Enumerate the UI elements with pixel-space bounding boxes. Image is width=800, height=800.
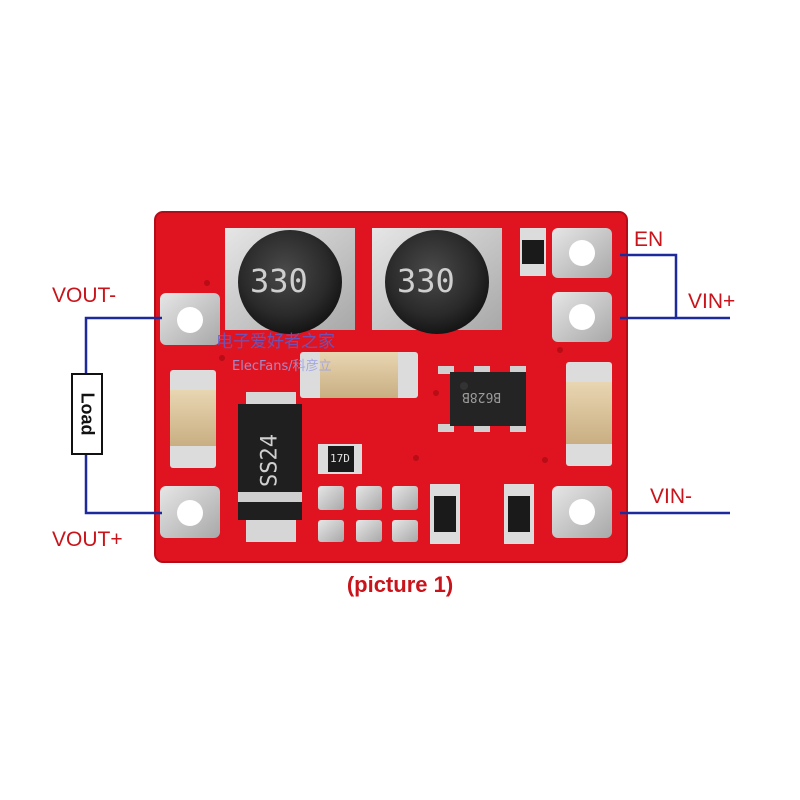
inductor-right — [372, 228, 502, 334]
label-vout-plus: VOUT+ — [52, 528, 123, 551]
watermark-line2: ElecFans/科彦立 — [232, 359, 332, 374]
inductor-left-marking: 330 — [250, 262, 308, 300]
label-vout-minus: VOUT- — [52, 284, 117, 307]
diode-ss24 — [238, 392, 302, 542]
resistor-17d-marking: 17D — [330, 452, 350, 465]
capacitor-middle — [300, 352, 418, 398]
capacitor-left — [170, 370, 216, 468]
diode-marking: SS24 — [257, 434, 283, 487]
caption: (picture 1) — [346, 572, 454, 597]
resistor-bottom-2 — [504, 484, 534, 544]
resistor-top — [520, 228, 546, 276]
pad-vout-plus — [160, 486, 220, 538]
pad-vin-minus — [552, 486, 612, 538]
wires — [84, 253, 730, 515]
vias — [204, 280, 563, 463]
label-vin-plus: VIN+ — [688, 290, 736, 313]
inductor-right-marking: 330 — [397, 262, 455, 300]
capacitor-right — [566, 362, 612, 466]
load-label: Load — [77, 392, 98, 436]
label-en: EN — [634, 228, 664, 251]
inductor-left — [225, 228, 355, 334]
watermark-line1: 电子爱好者之家 — [216, 332, 335, 352]
load-box: Load — [71, 373, 103, 455]
resistor-bottom-1 — [430, 484, 460, 544]
ic-chip — [438, 366, 526, 432]
pad-grid — [318, 486, 418, 542]
label-vin-minus: VIN- — [650, 485, 692, 508]
resistor-17d — [318, 444, 362, 474]
pad-vout-minus — [160, 293, 220, 345]
pad-en — [552, 228, 612, 278]
pad-vin-plus — [552, 292, 612, 342]
ic-marking: B628B — [462, 389, 502, 404]
